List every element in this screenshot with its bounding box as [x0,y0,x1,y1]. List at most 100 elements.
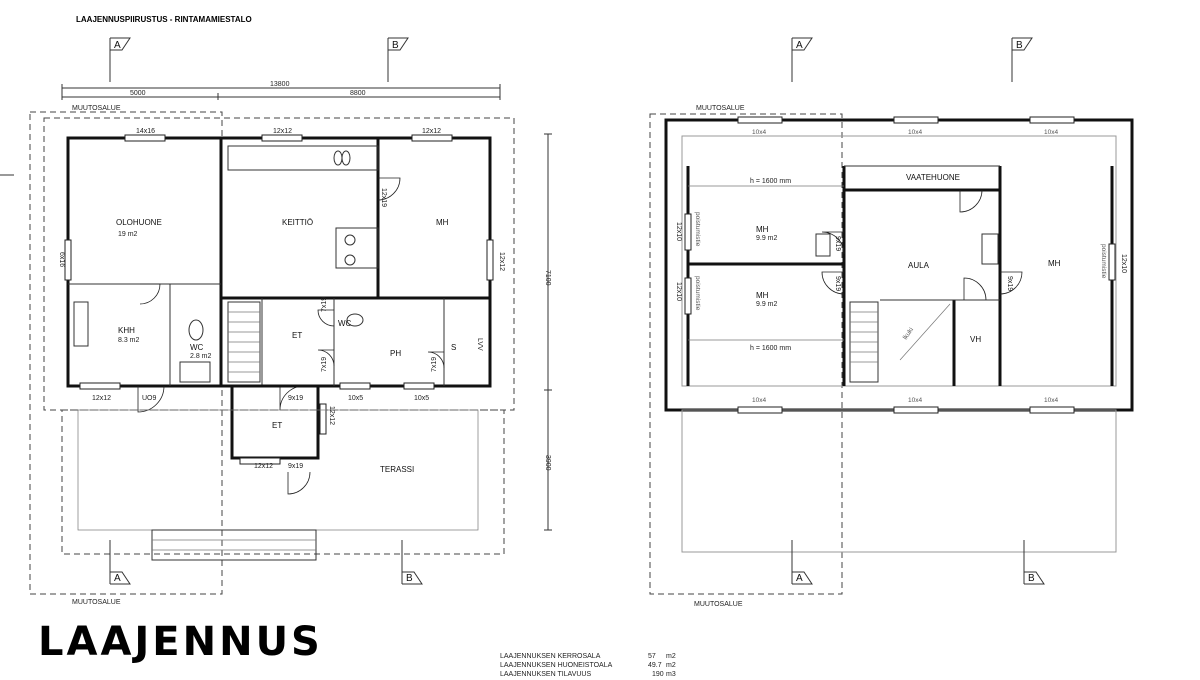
sink-icon [179,361,211,383]
svg-text:B: B [406,573,413,584]
window-label: 10x4 [908,397,922,404]
summary-label: LAAJENNUKSEN TILAVUUS [500,671,591,678]
room-label-mh3: MH [1048,259,1061,268]
section-marker-a-bottom: A [109,540,131,585]
svg-text:B: B [1028,573,1035,584]
dim-left: 5000 [130,90,146,97]
summary-table: LAAJENNUKSEN KERROSALA 57 m2 LAAJENNUKSE… [500,653,676,678]
room-label-et: ET [292,331,302,340]
muutosalue-label-bottom: MUUTOSALUE [72,599,121,606]
window-label: 12x10 [675,282,682,301]
room-label-keittio: KEITTIÖ [282,218,313,227]
room-label-vh: VH [970,335,981,344]
window-label: 12x12 [328,406,335,425]
hormi-diagonal [899,303,951,361]
roof-line [681,135,1117,387]
big-title: LAAJENNUS [38,619,323,665]
outer-walls [66,136,492,388]
exit-label: poistumistie [694,212,701,247]
room-area-mh1: 9.9 m2 [756,235,778,242]
window-label: 12x12 [92,395,111,402]
svg-text:A: A [796,573,803,584]
window-vestibule [239,457,281,465]
door-label: 9x19 [834,236,841,251]
drawing-title: LAAJENNUSPIIRUSTUS - RINTAMAMIESTALO [76,15,252,24]
washer-icon [73,301,89,347]
exit-label: poistumistie [1100,244,1107,279]
window-label: 12x10 [675,222,682,241]
windows-ground [64,134,494,390]
dim-vert1: 7100 [544,270,551,286]
door-label: UO9 [142,395,157,402]
room-label-mh: MH [436,218,449,227]
dim-vert2: 3900 [544,455,551,471]
window-label: 12x12 [254,463,273,470]
summary-value: 57 [648,653,656,660]
window-label: 10x4 [1044,129,1058,136]
room-label-aula: AULA [908,261,930,270]
room-label-khh: KHH [118,326,135,335]
terrace-steps [151,529,317,561]
ground-floor-plan: A B 13800 5000 8800 7100 3900 [29,37,552,606]
window-label: 12x12 [273,128,292,135]
door-label: 7x19 [431,357,438,372]
dim-right: 8800 [350,90,366,97]
dim-total: 13800 [270,81,290,88]
door-label: 9x19 [1006,276,1013,291]
window-label: 12x10 [1120,254,1127,273]
window-label: 10x4 [752,129,766,136]
terrace-outline [61,409,505,555]
doors-upper [821,189,1023,301]
muutosalue-area-upper [649,113,843,595]
section-marker-b-bottom-upper: B [1023,540,1045,585]
window-label: 12x12 [498,252,505,271]
kitchen-counter [227,145,379,171]
room-label-olohuone: OLOHUONE [116,218,162,227]
stove-burner [344,234,356,246]
summary-value: 190 [652,671,664,678]
stairs-icon [227,301,261,383]
muutosalue-label-upper-top: MUUTOSALUE [696,105,745,112]
room-label-et2: ET [272,421,282,430]
door-label: 7x19 [321,297,328,312]
room-label-mh2: MH [756,291,769,300]
summary-unit: m3 [666,671,676,678]
room-area-khh: 8.3 m2 [118,337,140,344]
section-marker-b-top-upper: B [1011,37,1033,82]
room-area-wc: 2.8 m2 [190,353,212,360]
sink-icon [341,150,351,166]
height-note: h = 1600 mm [750,345,791,352]
door-label: 9x19 [834,276,841,291]
door-label: 9x19 [288,463,303,470]
summary-unit: m2 [666,662,676,669]
height-note: h = 1600 mm [750,178,791,185]
window-label: 10x4 [752,397,766,404]
dimension-lines: 13800 5000 8800 7100 3900 [61,81,552,531]
eaves-outline [43,117,515,411]
exit-label: poistumistie [694,276,701,311]
summary-value: 49.7 [648,662,662,669]
section-marker-b-top: B [387,37,409,82]
muutosalue-label-top: MUUTOSALUE [72,105,121,112]
svg-text:A: A [114,40,121,51]
window-label: 12x12 [422,128,441,135]
section-marker-a-top: A [109,37,131,82]
room-label-lvv: LVV [476,338,483,351]
toilet-icon [188,319,204,341]
summary-label: LAAJENNUKSEN HUONEISTOALA [500,662,613,669]
window-vestibule-side [319,403,327,435]
room-area-mh2: 9.9 m2 [756,301,778,308]
muutosalue-label-upper-bottom: MUUTOSALUE [694,601,743,608]
stairs-icon-upper [849,301,879,383]
radiator-icon [815,233,831,257]
room-area-olohuone: 19 m2 [118,231,138,238]
room-label-wc: WC [190,343,204,352]
stove-burner [344,254,356,266]
room-label-terassi: TERASSI [380,465,414,474]
door-label: 9x19 [288,395,303,402]
sink-icon [333,150,343,166]
summary-label: LAAJENNUKSEN KERROSALA [500,653,601,660]
door-label: 12x19 [380,188,387,207]
upper-floor-plan: A B MUUTOSALUE MUUTOSALUE [649,37,1134,608]
